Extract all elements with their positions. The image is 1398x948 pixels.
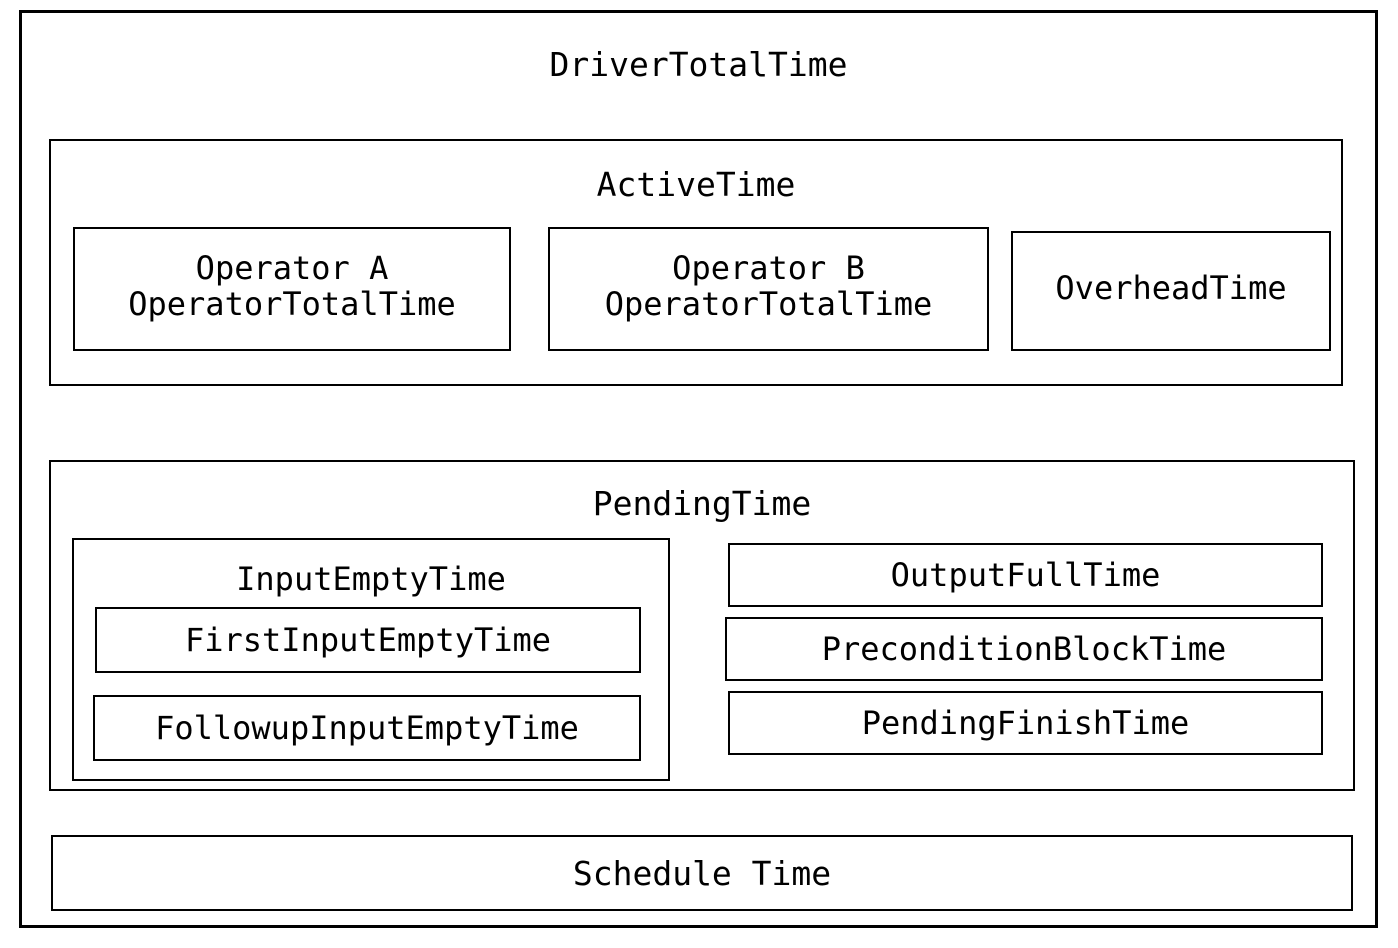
driver-total-time-label: DriverTotalTime xyxy=(549,45,848,84)
output-full-time-box: OutputFullTime xyxy=(728,543,1323,607)
operator-a-total-time-label: Operator A OperatorTotalTime xyxy=(128,249,456,323)
active-time-label: ActiveTime xyxy=(596,165,796,204)
pending-finish-time-box: PendingFinishTime xyxy=(728,691,1323,755)
overhead-time-box: OverheadTime xyxy=(1011,231,1331,351)
pending-finish-time-label: PendingFinishTime xyxy=(861,704,1190,742)
precondition-block-time-box: PreconditionBlockTime xyxy=(725,617,1323,681)
first-input-empty-time-box: FirstInputEmptyTime xyxy=(95,607,641,673)
driver-total-time-box: DriverTotalTime ActiveTime Operator A Op… xyxy=(19,10,1378,928)
followup-input-empty-time-label: FollowupInputEmptyTime xyxy=(155,709,579,747)
schedule-time-label: Schedule Time xyxy=(572,854,832,893)
precondition-block-time-label: PreconditionBlockTime xyxy=(821,630,1227,668)
operator-b-total-time-label: Operator B OperatorTotalTime xyxy=(604,249,933,323)
first-input-empty-time-label: FirstInputEmptyTime xyxy=(184,621,552,659)
input-empty-time-label: InputEmptyTime xyxy=(236,560,506,598)
operator-a-total-time-box: Operator A OperatorTotalTime xyxy=(73,227,511,351)
pending-time-label: PendingTime xyxy=(592,484,812,523)
output-full-time-label: OutputFullTime xyxy=(890,556,1161,594)
followup-input-empty-time-box: FollowupInputEmptyTime xyxy=(93,695,641,761)
overhead-time-label: OverheadTime xyxy=(1055,269,1287,307)
schedule-time-box: Schedule Time xyxy=(51,835,1353,911)
operator-b-total-time-box: Operator B OperatorTotalTime xyxy=(548,227,989,351)
